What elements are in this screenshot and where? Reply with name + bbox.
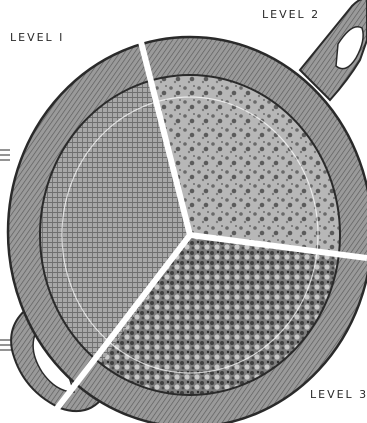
level-2-label: LEVEL 2 bbox=[262, 8, 320, 21]
level-3-label: LEVEL 3 bbox=[310, 388, 367, 401]
level-1-label: LEVEL I bbox=[10, 31, 64, 44]
